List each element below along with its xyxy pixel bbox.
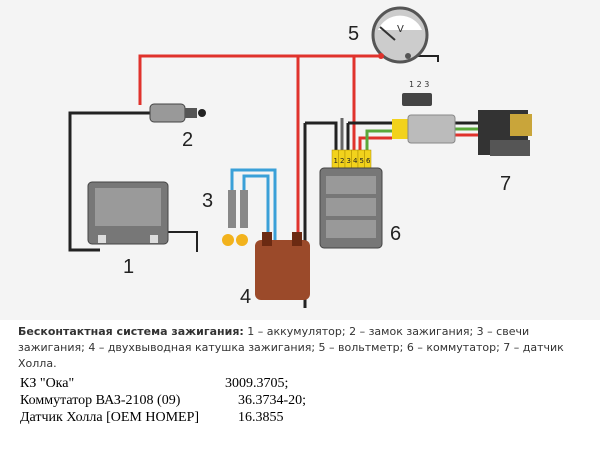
ignition-coil [255, 232, 310, 300]
wires [68, 54, 482, 308]
wire-green-pin6 [365, 129, 392, 152]
commutator-pin-label: 4 [353, 157, 358, 165]
label-switch: 2 [182, 129, 193, 151]
commutator-pin-label: 5 [360, 157, 364, 165]
commutator-pin-label: 6 [366, 157, 371, 165]
commutator-pin-label: 1 [334, 157, 338, 165]
commutator-pin-label: 2 [340, 157, 344, 165]
label-battery: 1 [123, 256, 134, 278]
wire-battery-ground [165, 231, 198, 252]
spec-row: Коммутатор ВАЗ-2108 (09) 36.3734-20; [20, 392, 306, 409]
hall-connector-pins [392, 119, 408, 139]
battery [87, 181, 169, 245]
label-commutator: 6 [390, 223, 401, 245]
label-plugs: 3 [202, 190, 213, 212]
part-numbers: КЗ "Ока" 3009.3705; Коммутатор ВАЗ-2108 (… [20, 375, 306, 426]
caption-title: Бесконтактная система зажигания: [18, 325, 244, 338]
connector-plug [402, 93, 432, 106]
spec-name: Датчик Холла [OEM НОМЕР] [20, 410, 200, 425]
voltmeter-unit: V [397, 24, 404, 35]
spec-name: Коммутатор ВАЗ-2108 (09) [20, 393, 181, 408]
hall-sensor [478, 110, 532, 156]
spec-row: Датчик Холла [OEM НОМЕР] 16.3855 [20, 409, 306, 426]
wire-blue-2 [242, 174, 270, 240]
connector-pin-numbers: 1 2 3 [409, 80, 429, 89]
spec-value: 36.3734-20; [238, 393, 307, 408]
label-coil: 4 [240, 286, 251, 308]
spec-name: КЗ "Ока" [20, 376, 75, 391]
wire-red-switch-voltmeter [138, 54, 381, 105]
spec-value: 16.3855 [238, 410, 284, 425]
wire-blue-1 [230, 168, 277, 240]
commutator-pin-label: 3 [347, 157, 351, 165]
wire-black-pin1 [305, 121, 338, 152]
spark-plugs [222, 190, 248, 246]
caption-text: 1 – аккумулятор; 2 – замок зажигания; 3 … [18, 325, 564, 370]
wire-red-pin5 [358, 136, 392, 152]
hall-connector [407, 114, 456, 144]
spec-row: КЗ "Ока" 3009.3705; [20, 375, 306, 392]
spec-value: 3009.3705; [225, 376, 289, 391]
ignition-wiring-diagram: 1 2 3 4 V 5 [0, 0, 600, 320]
voltmeter: V [371, 6, 429, 64]
ignition-switch [149, 103, 206, 123]
wire-black-battery-switch [68, 111, 150, 252]
label-voltmeter: 5 [348, 23, 359, 45]
label-hall: 7 [500, 173, 511, 195]
diagram-caption: Бесконтактная система зажигания: 1 – акк… [18, 324, 598, 372]
